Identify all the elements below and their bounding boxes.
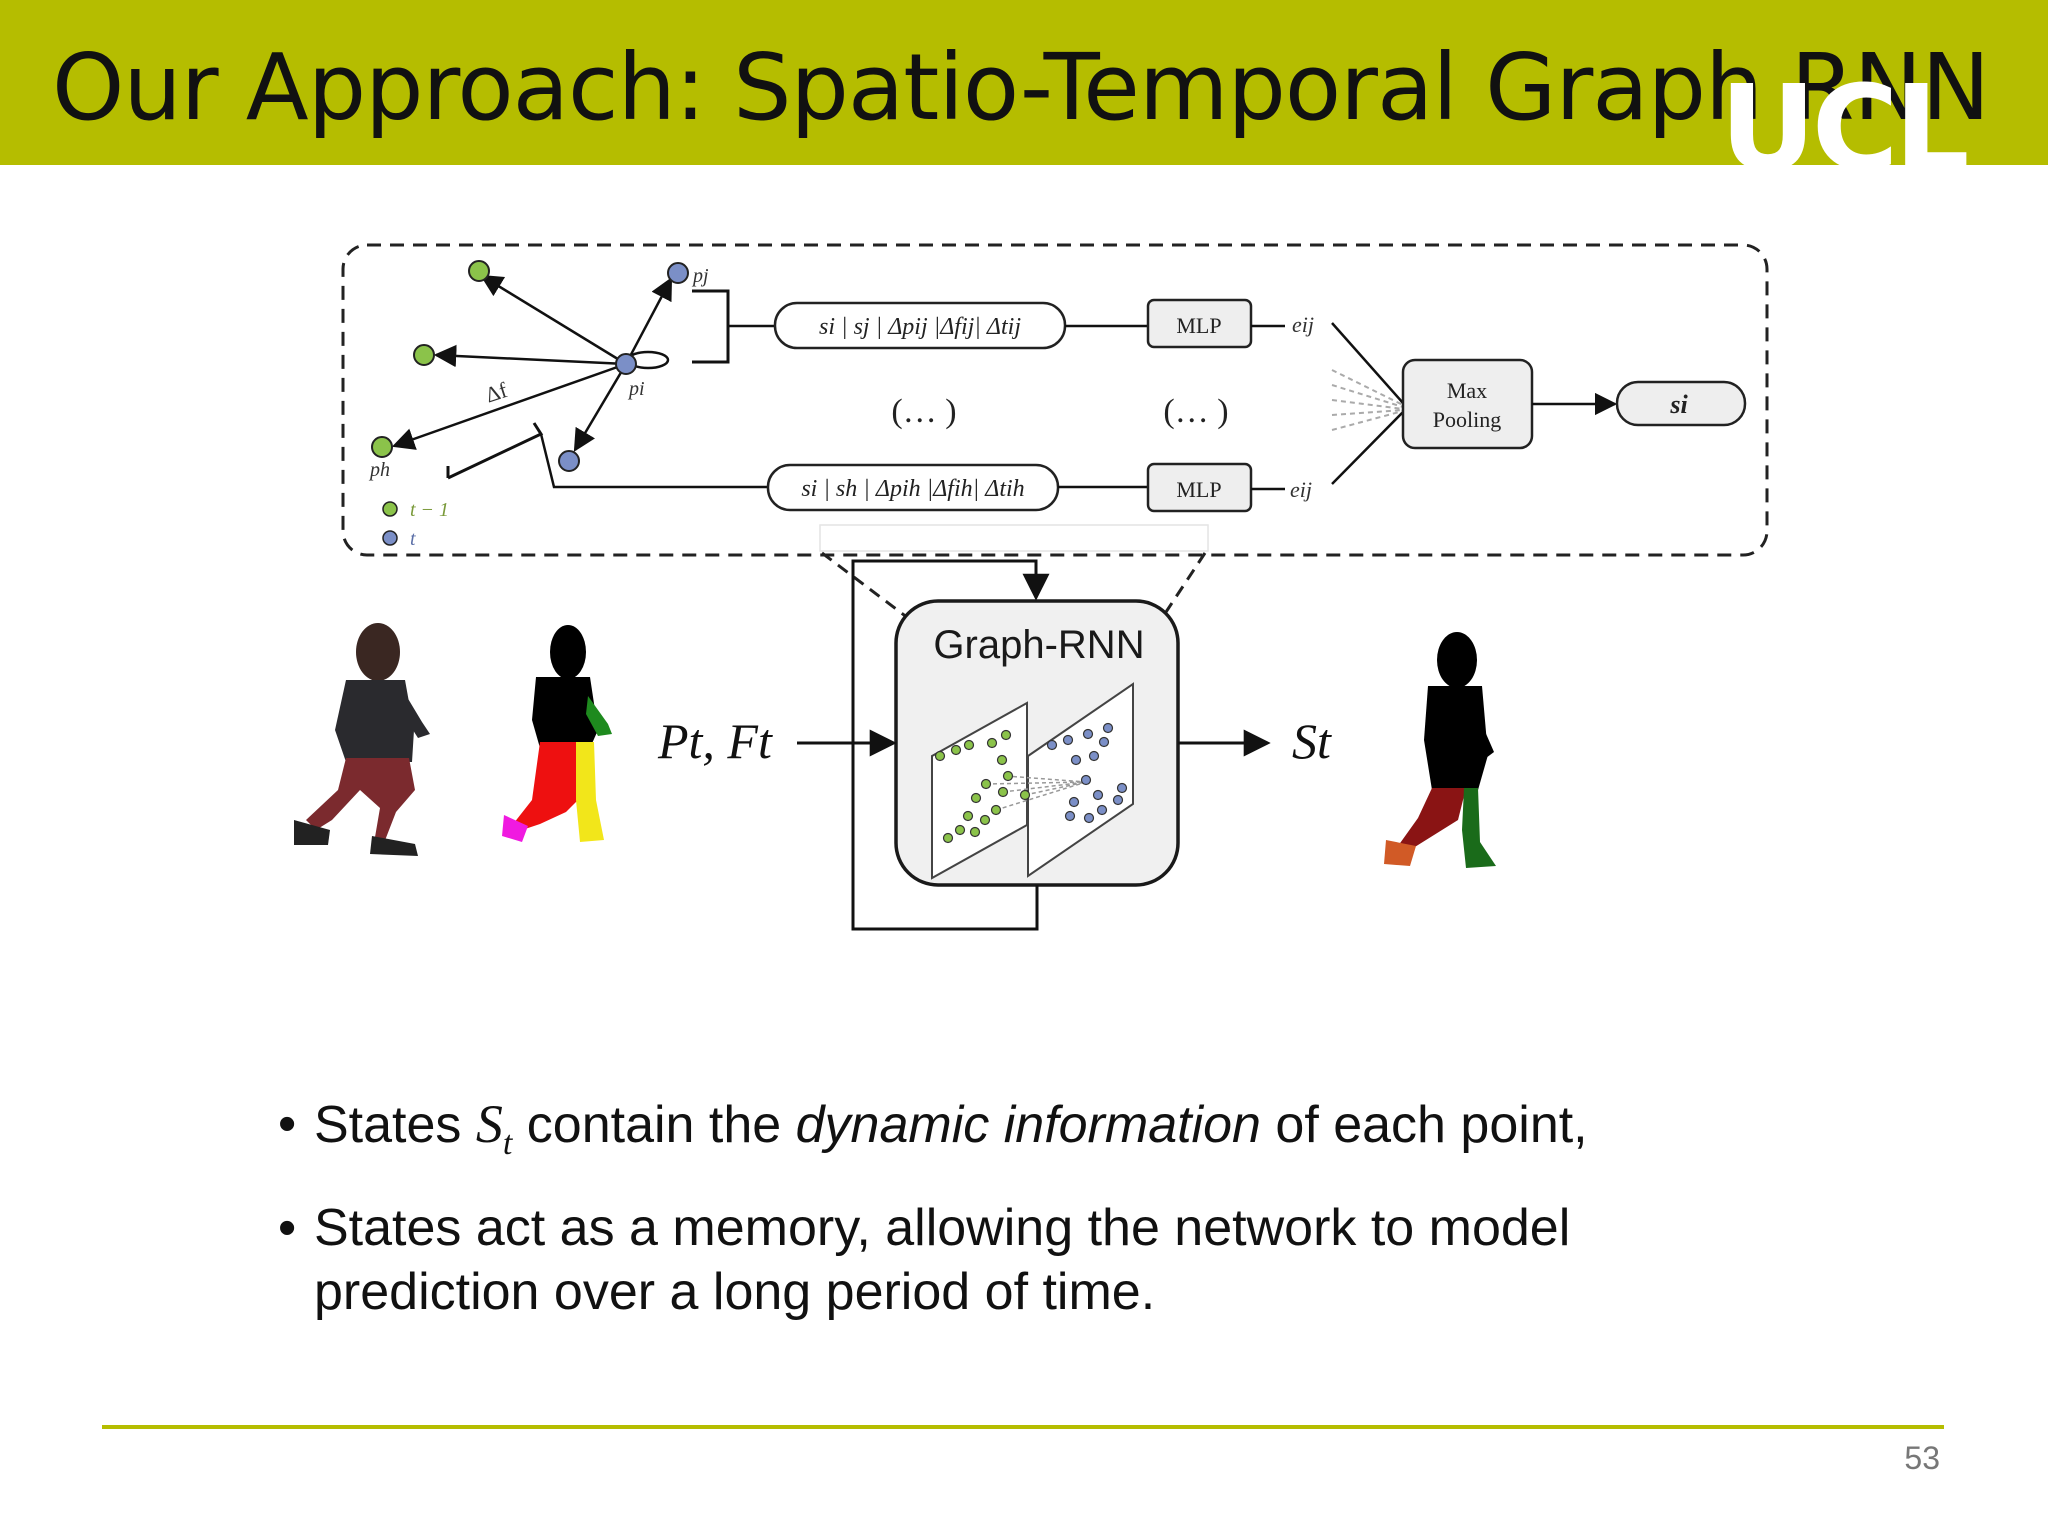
bullet-1-italic: dynamic information	[795, 1096, 1261, 1154]
recurrent-loop	[851, 559, 1050, 931]
title-bar: Our Approach: Spatio-Temporal Graph RNN …	[0, 0, 2048, 187]
frame-edge	[1024, 781, 1087, 796]
point-cloud-frames	[934, 722, 1128, 844]
frame-point	[1116, 782, 1128, 794]
page-number: 53	[1904, 1440, 1940, 1476]
output-state-pill	[1615, 380, 1747, 427]
mlp-label-top: MLP	[1176, 313, 1221, 338]
node-green-ph	[371, 436, 393, 458]
max-pooling-line1: Max	[1447, 378, 1487, 403]
mlp-box-bottom	[1146, 462, 1253, 513]
legend-prev-label: t − 1	[410, 499, 449, 521]
node-blue-3	[558, 450, 580, 472]
frame-point	[942, 832, 954, 844]
point-graph: pj pi ph Δf	[368, 260, 775, 489]
frame-point	[1080, 774, 1092, 786]
frame-point	[1096, 804, 1108, 816]
edge-label-top: eij	[1292, 312, 1314, 337]
bullet-item-states-dynamic: States St contain the dynamic informatio…	[278, 1092, 1778, 1176]
label-pi: pi	[627, 378, 645, 400]
frame-point	[1083, 812, 1095, 824]
frame-edge	[1005, 775, 1087, 783]
time-legend: t − 1 t	[382, 499, 449, 550]
frame-point	[997, 786, 1009, 798]
frame-point	[1064, 810, 1076, 822]
bullet-list: States St contain the dynamic informatio…	[278, 1092, 1778, 1344]
label-delta-f: Δf	[482, 377, 511, 408]
node-green-2	[413, 344, 435, 366]
frame-point	[1102, 722, 1114, 734]
frame-point	[962, 810, 974, 822]
frame-point	[979, 814, 991, 826]
mlp-label-bottom: MLP	[1176, 477, 1221, 502]
walking-person-flow	[502, 625, 612, 842]
walking-person-state	[1384, 632, 1496, 868]
states-symbol-main: S	[475, 1094, 503, 1154]
frame-point	[996, 754, 1008, 766]
mlp-box-top	[1146, 298, 1253, 349]
footer-divider	[102, 1425, 1944, 1429]
max-pooling-box	[1401, 358, 1534, 450]
slide-title: Our Approach: Spatio-Temporal Graph RNN	[52, 34, 1990, 141]
frame-point	[1002, 770, 1014, 782]
frame-point	[934, 750, 946, 762]
bullet-1-text-a: States	[314, 1096, 476, 1154]
frame-point	[1019, 789, 1031, 801]
max-pooling-line2: Pooling	[1433, 407, 1501, 432]
feature-label-bottom: si | sh | Δpih |Δfih| Δtih	[801, 476, 1024, 502]
frame-point	[954, 824, 966, 836]
frame-edge	[995, 781, 1087, 811]
frame-point	[1046, 739, 1058, 751]
bullet-item-states-memory: States act as a memory, allowing the net…	[278, 1196, 1778, 1324]
node-blue-pj	[667, 262, 689, 284]
feature-label-top: si | sj | Δpij |Δfij| Δtij	[819, 314, 1021, 340]
frame-point	[1082, 728, 1094, 740]
frame-point	[1000, 729, 1012, 741]
edge-label-bottom: eij	[1290, 477, 1312, 502]
label-ph: ph	[368, 459, 390, 481]
node-blue-pi	[615, 353, 637, 375]
output-label: St	[1292, 713, 1332, 769]
frame-point	[990, 804, 1002, 816]
frame-point	[986, 737, 998, 749]
frame-point	[1070, 754, 1082, 766]
legend-curr-dot	[382, 530, 398, 546]
frame-point	[1068, 796, 1080, 808]
frame-point	[1092, 789, 1104, 801]
input-label: Pt, Ft	[657, 713, 773, 769]
legend-prev-dot	[382, 501, 398, 517]
node-green-1	[468, 260, 490, 282]
walking-person-rgb	[294, 623, 430, 856]
states-symbol-sub: t	[502, 1124, 513, 1162]
frame-point	[963, 739, 975, 751]
detail-dashed-box	[341, 243, 1769, 557]
output-state-label: si	[1669, 390, 1688, 419]
frame-point	[980, 778, 992, 790]
frame-point	[950, 744, 962, 756]
legend-curr-label: t	[410, 528, 416, 550]
ucl-logo: UCL	[1720, 59, 1970, 197]
frame-point	[970, 792, 982, 804]
frame-point	[969, 826, 981, 838]
bullet-1-text-c: of each point,	[1260, 1096, 1588, 1154]
frame-point	[1098, 736, 1110, 748]
states-symbol: St	[475, 1094, 512, 1162]
frame-point	[1062, 734, 1074, 746]
label-pj: pj	[691, 265, 709, 287]
bullet-2-text: States act as a memory, allowing the net…	[314, 1198, 1571, 1321]
frame-edge	[985, 781, 1087, 785]
ellipsis-features: (… )	[891, 393, 956, 430]
ellipsis-mlp: (… )	[1163, 393, 1228, 430]
graph-rnn-label: Graph-RNN	[933, 623, 1144, 667]
frame-point	[1088, 750, 1100, 762]
bullet-1-text-b: contain the	[512, 1096, 796, 1154]
frame-point	[1112, 794, 1124, 806]
